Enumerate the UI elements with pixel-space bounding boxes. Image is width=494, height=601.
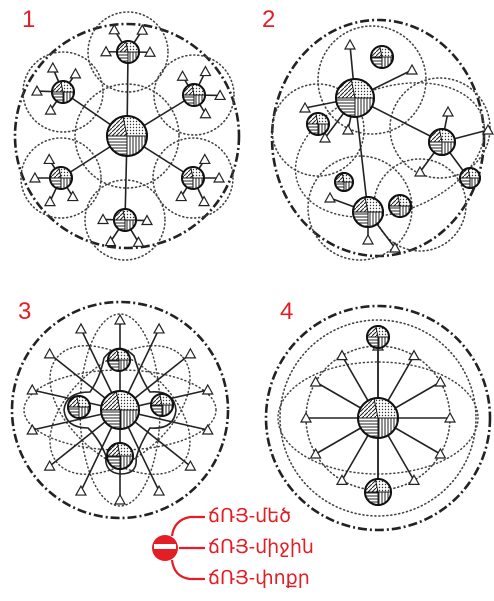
panel-3-number: 3: [18, 298, 31, 326]
small-node: [335, 173, 353, 191]
triangle-marker: [45, 349, 55, 358]
triangle-marker: [337, 351, 347, 360]
legend-leader-small: [172, 560, 205, 579]
triangle-marker: [27, 385, 37, 394]
medium-node: [429, 129, 455, 155]
triangle-marker: [435, 377, 445, 386]
triangle-marker: [435, 449, 445, 458]
small-node: [389, 195, 411, 217]
triangle-marker: [199, 197, 209, 206]
cell-boundary-ring: [318, 26, 426, 134]
triangle-marker: [154, 486, 164, 495]
triangle-marker: [76, 486, 86, 495]
triangle-marker: [203, 385, 213, 394]
triangle-marker: [45, 197, 55, 206]
panel-2-diagram: [272, 20, 494, 260]
triangle-marker: [345, 40, 355, 49]
legend-bar-icon: [154, 544, 176, 549]
triangle-marker: [185, 349, 195, 358]
cell-boundary-ring: [277, 58, 494, 242]
triangle-marker: [311, 449, 321, 458]
triangle-marker: [44, 154, 54, 163]
legend-label-small: ճՌՅ-փոքր: [208, 567, 310, 590]
triangle-marker: [363, 235, 373, 244]
small-node: [107, 443, 133, 469]
triangle-marker: [311, 377, 321, 386]
small-node: [371, 46, 393, 68]
legend-label-medium: ճՌՅ-միջին: [208, 536, 314, 559]
triangle-marker: [133, 237, 143, 246]
small-node: [117, 41, 139, 63]
small-node: [50, 167, 72, 189]
panel-4-number: 4: [280, 298, 293, 326]
triangle-marker: [409, 351, 419, 360]
small-node: [151, 394, 173, 416]
triangle-marker: [443, 107, 453, 116]
triangle-marker: [154, 324, 164, 333]
small-node: [367, 326, 389, 348]
triangle-marker: [325, 193, 335, 202]
panel-3-diagram: [12, 302, 228, 518]
triangle-marker: [48, 63, 58, 72]
large-node: [336, 79, 374, 117]
small-node: [182, 167, 204, 189]
legend-symbol: [152, 517, 205, 579]
medium-node: [353, 197, 383, 227]
small-node: [108, 349, 130, 371]
large-node: [107, 116, 147, 156]
small-node: [183, 84, 205, 106]
small-node: [307, 113, 329, 135]
triangle-marker: [68, 192, 78, 201]
large-node: [358, 398, 398, 438]
triangle-marker: [46, 105, 56, 114]
small-node: [365, 479, 391, 505]
triangle-marker: [200, 67, 210, 76]
triangle-marker: [176, 192, 186, 201]
legend-label-large: ճՌՅ-մեծ: [208, 505, 291, 528]
triangle-marker: [115, 315, 125, 324]
small-node: [460, 168, 480, 188]
triangle-marker: [409, 475, 419, 484]
panel-1-diagram: [15, 12, 239, 260]
triangle-marker: [200, 109, 210, 118]
triangle-marker: [105, 237, 115, 246]
triangle-marker: [200, 154, 210, 163]
triangle-marker: [178, 71, 188, 80]
triangle-marker: [115, 495, 125, 504]
small-node: [52, 81, 74, 103]
small-node: [114, 209, 136, 231]
triangle-marker: [76, 324, 86, 333]
triangle-marker: [70, 69, 80, 78]
panel-4-diagram: [266, 306, 490, 530]
legend-leader-large: [172, 517, 205, 536]
panel-2-number: 2: [262, 6, 275, 34]
triangle-marker: [337, 475, 347, 484]
small-node: [68, 396, 90, 418]
triangle-marker: [407, 65, 417, 74]
panel-1-number: 1: [22, 6, 35, 34]
large-node: [101, 391, 139, 429]
